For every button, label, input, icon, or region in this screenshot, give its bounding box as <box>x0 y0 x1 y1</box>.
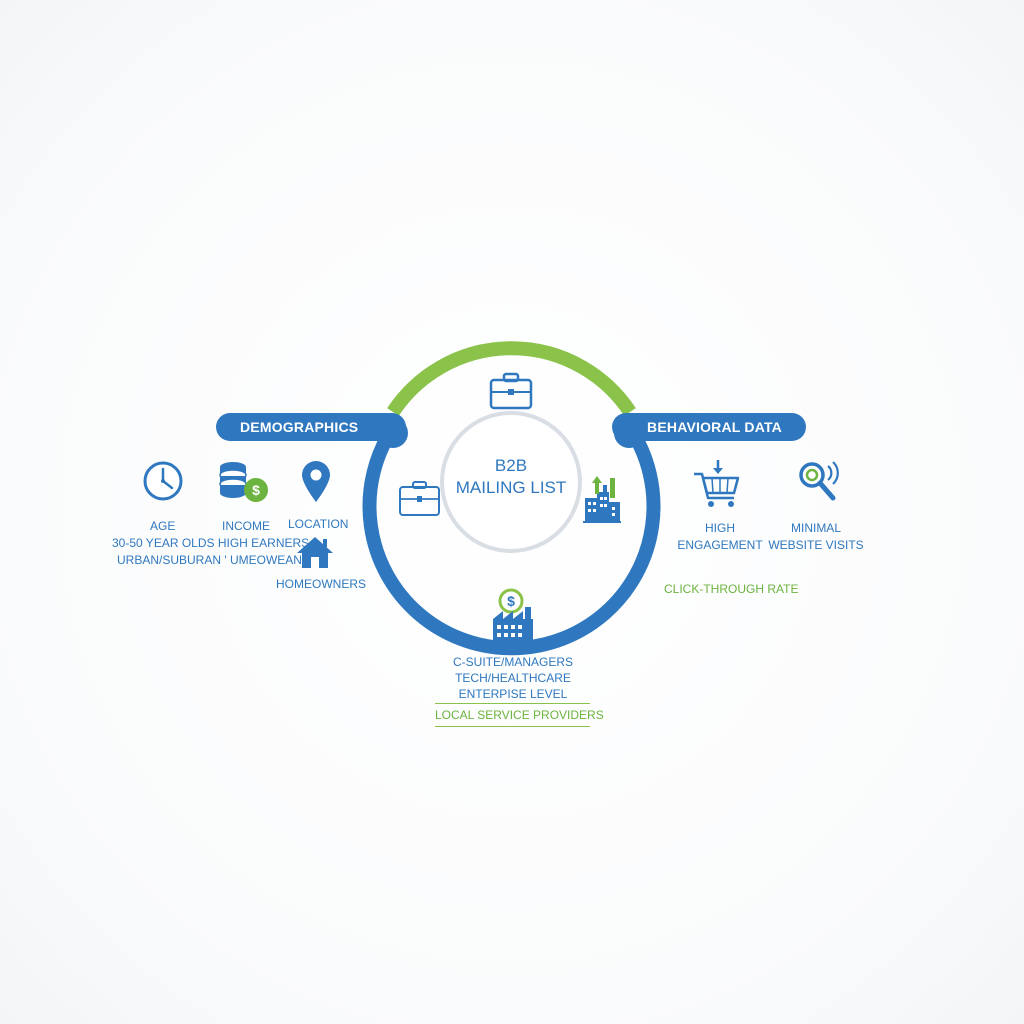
briefcase-icon <box>489 372 533 410</box>
outer-ring-green <box>387 341 636 416</box>
demographics-pill: DEMOGRAPHICS <box>216 413 406 441</box>
homeowners-label: HOMEOWNERS <box>276 577 366 591</box>
center-title-line1: B2B <box>494 456 528 475</box>
firmo-line1: C-SUITE/MANAGERS <box>452 655 573 669</box>
local-service-providers-label: LOCAL SERVICE PROVIDERS <box>435 703 604 727</box>
income-label: INCOME <box>222 519 270 533</box>
engagement-line2: ENGAGEMENT <box>677 538 763 552</box>
center-title: B2B MAILING LIST <box>440 455 582 499</box>
svg-text:$: $ <box>252 482 260 498</box>
visits-line2: WEBSITE VISITS <box>768 538 864 552</box>
firmo-line2: TECH/HEALTHCARE <box>455 671 571 685</box>
behavioral-title: BEHAVIORAL DATA <box>647 419 782 435</box>
visits-line1: MINIMAL <box>790 521 841 535</box>
magnifier-icon <box>799 461 839 501</box>
map-pin-icon <box>302 461 330 502</box>
firmographics-list: C-SUITE/MANAGERS TECH/HEALTHCARE ENTERPI… <box>440 654 586 702</box>
age-income-values: 30-50 YEAR OLDS HIGH EARNERS <box>112 536 310 550</box>
location-value: URBAN/SUBURAN ' UMEOWEAN <box>117 553 302 567</box>
svg-text:$: $ <box>507 593 515 609</box>
briefcase-icon <box>399 481 440 516</box>
house-icon <box>297 537 333 568</box>
demographics-title: DEMOGRAPHICS <box>240 419 359 435</box>
firmo-line3: ENTERPISE LEVEL <box>458 687 568 701</box>
website-visits-label: MINIMAL WEBSITE VISITS <box>766 521 866 553</box>
inner-ring <box>440 411 582 553</box>
engagement-line1: HIGH <box>705 521 735 535</box>
engagement-label: HIGH ENGAGEMENT <box>672 521 768 553</box>
center-title-line2: MAILING LIST <box>455 478 567 497</box>
click-through-rate-label: CLICK-THROUGH RATE <box>664 582 799 596</box>
behavioral-data-pill: BEHAVIORAL DATA <box>612 413 806 441</box>
coins-dollar-icon: $ <box>219 462 268 502</box>
clock-icon <box>143 461 183 501</box>
location-label: LOCATION <box>288 517 349 531</box>
buildings-growth-icon <box>583 476 621 523</box>
age-label: AGE <box>150 519 176 533</box>
shopping-cart-icon <box>694 460 740 507</box>
dollar-factory-icon: $ <box>493 588 533 645</box>
outer-ring-blue <box>362 421 661 656</box>
